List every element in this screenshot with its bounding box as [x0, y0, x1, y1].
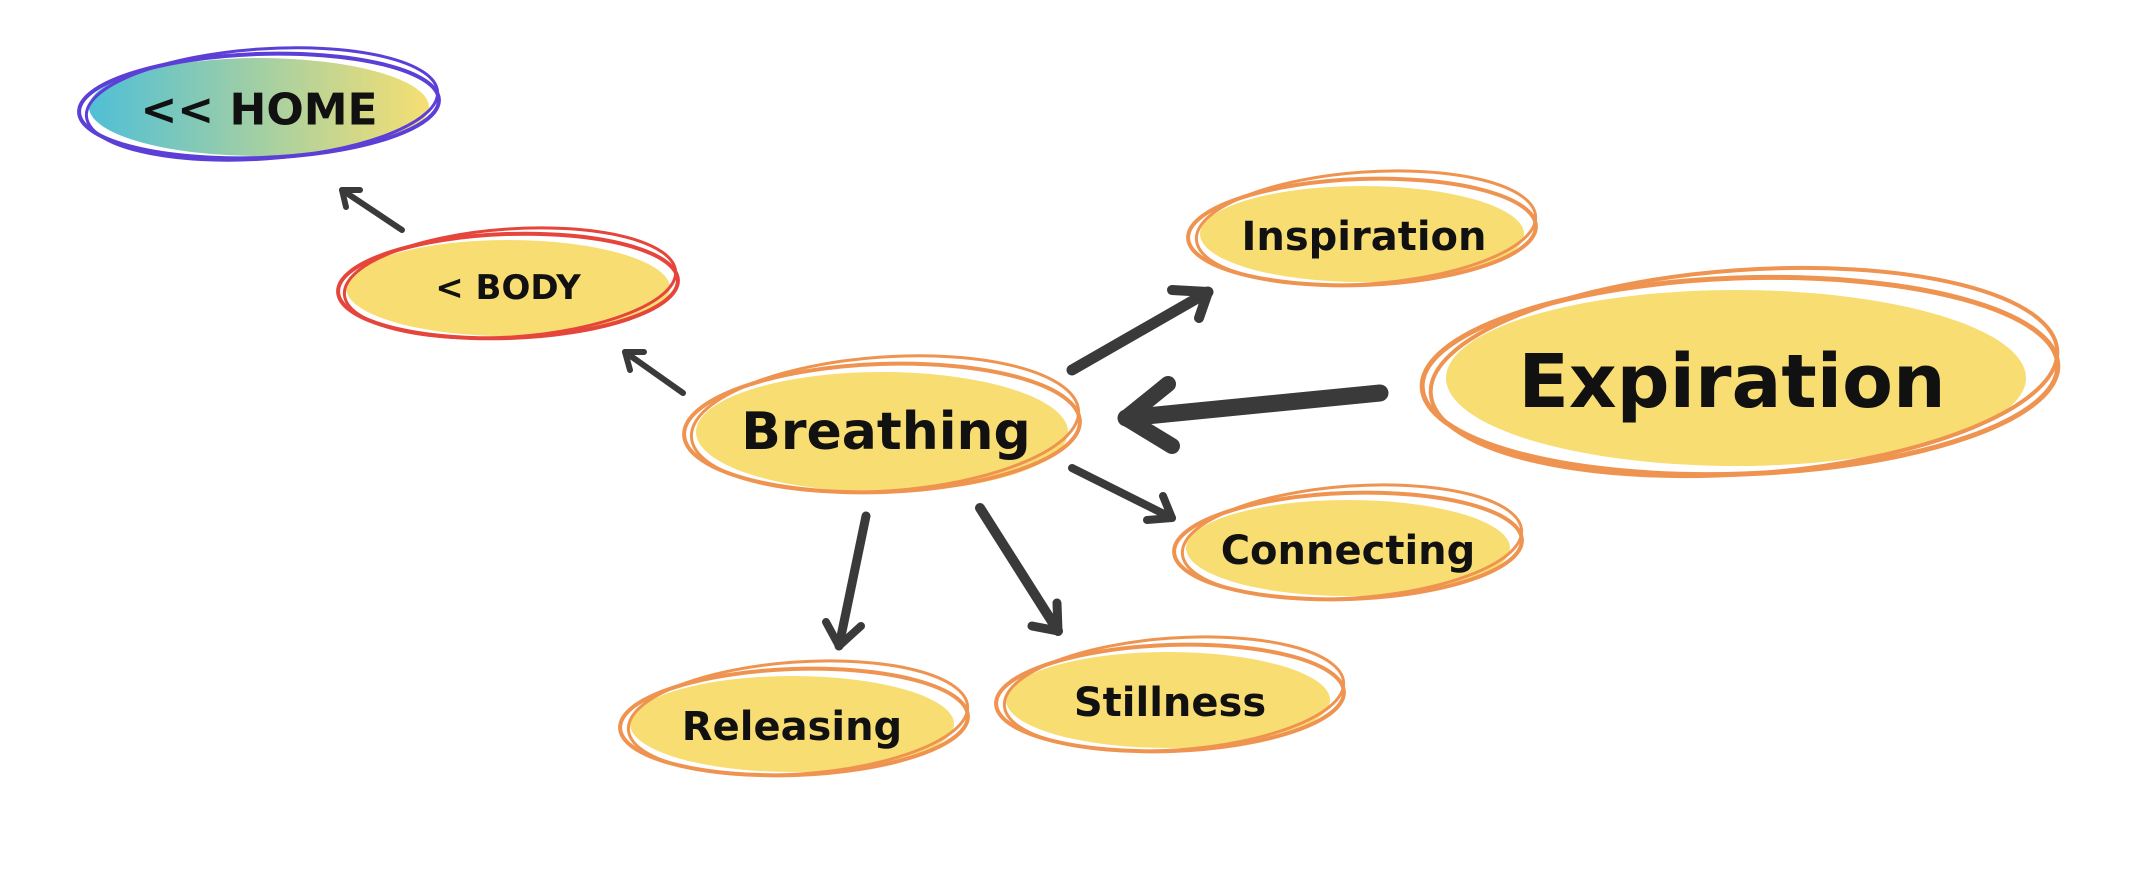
- arrow-expiration-to-breathing: [1117, 376, 1389, 454]
- inspiration-node-label: Inspiration: [1241, 214, 1486, 260]
- stillness-node-ring: [994, 635, 1346, 754]
- connecting-node-fill: [1186, 500, 1510, 596]
- home-node-ring: [77, 46, 441, 162]
- inspiration-node-ring: [1186, 169, 1538, 288]
- breathing-node-fill: [696, 372, 1068, 492]
- body-node-fill: [346, 240, 670, 336]
- releasing-node-label: Releasing: [682, 704, 902, 750]
- arrow-breathing-to-connecting: [1068, 464, 1176, 524]
- body-node-ring: [336, 226, 680, 341]
- releasing-node-ring: [618, 659, 970, 778]
- stillness-node-label: Stillness: [1074, 680, 1266, 726]
- home-node-label: << HOME: [140, 85, 377, 136]
- arrow-breathing-to-inspiration: [1066, 285, 1214, 376]
- arrows: [339, 187, 1389, 651]
- breathing-node[interactable]: Breathing: [682, 344, 1083, 505]
- arrow-breathing-to-releasing: [822, 511, 871, 651]
- breathing-node-ring: [682, 354, 1082, 495]
- body-node[interactable]: < BODY: [336, 218, 680, 349]
- arrow-body-to-home: [339, 187, 405, 233]
- inspiration-node[interactable]: Inspiration: [1186, 160, 1539, 295]
- arrow-breathing-to-stillness: [975, 503, 1063, 636]
- inspiration-node-fill: [1200, 186, 1524, 282]
- body-node-label: < BODY: [435, 268, 581, 308]
- releasing-node[interactable]: Releasing: [618, 650, 971, 785]
- stillness-node[interactable]: Stillness: [994, 626, 1347, 761]
- expiration-node[interactable]: Expiration: [1419, 248, 2065, 495]
- expiration-node-label: Expiration: [1518, 339, 1945, 425]
- connecting-node-label: Connecting: [1221, 528, 1476, 574]
- expiration-node-ring: [1419, 265, 2061, 479]
- breathing-node-label: Breathing: [741, 402, 1031, 462]
- arrow-breathing-to-body: [622, 349, 686, 396]
- home-node[interactable]: << HOME: [77, 37, 441, 171]
- stillness-node-fill: [1006, 652, 1330, 748]
- connecting-node-ring: [1172, 483, 1524, 602]
- expiration-node-fill: [1446, 290, 2026, 466]
- releasing-node-fill: [630, 676, 954, 772]
- connecting-node[interactable]: Connecting: [1172, 474, 1525, 609]
- home-node-fill: [89, 58, 429, 156]
